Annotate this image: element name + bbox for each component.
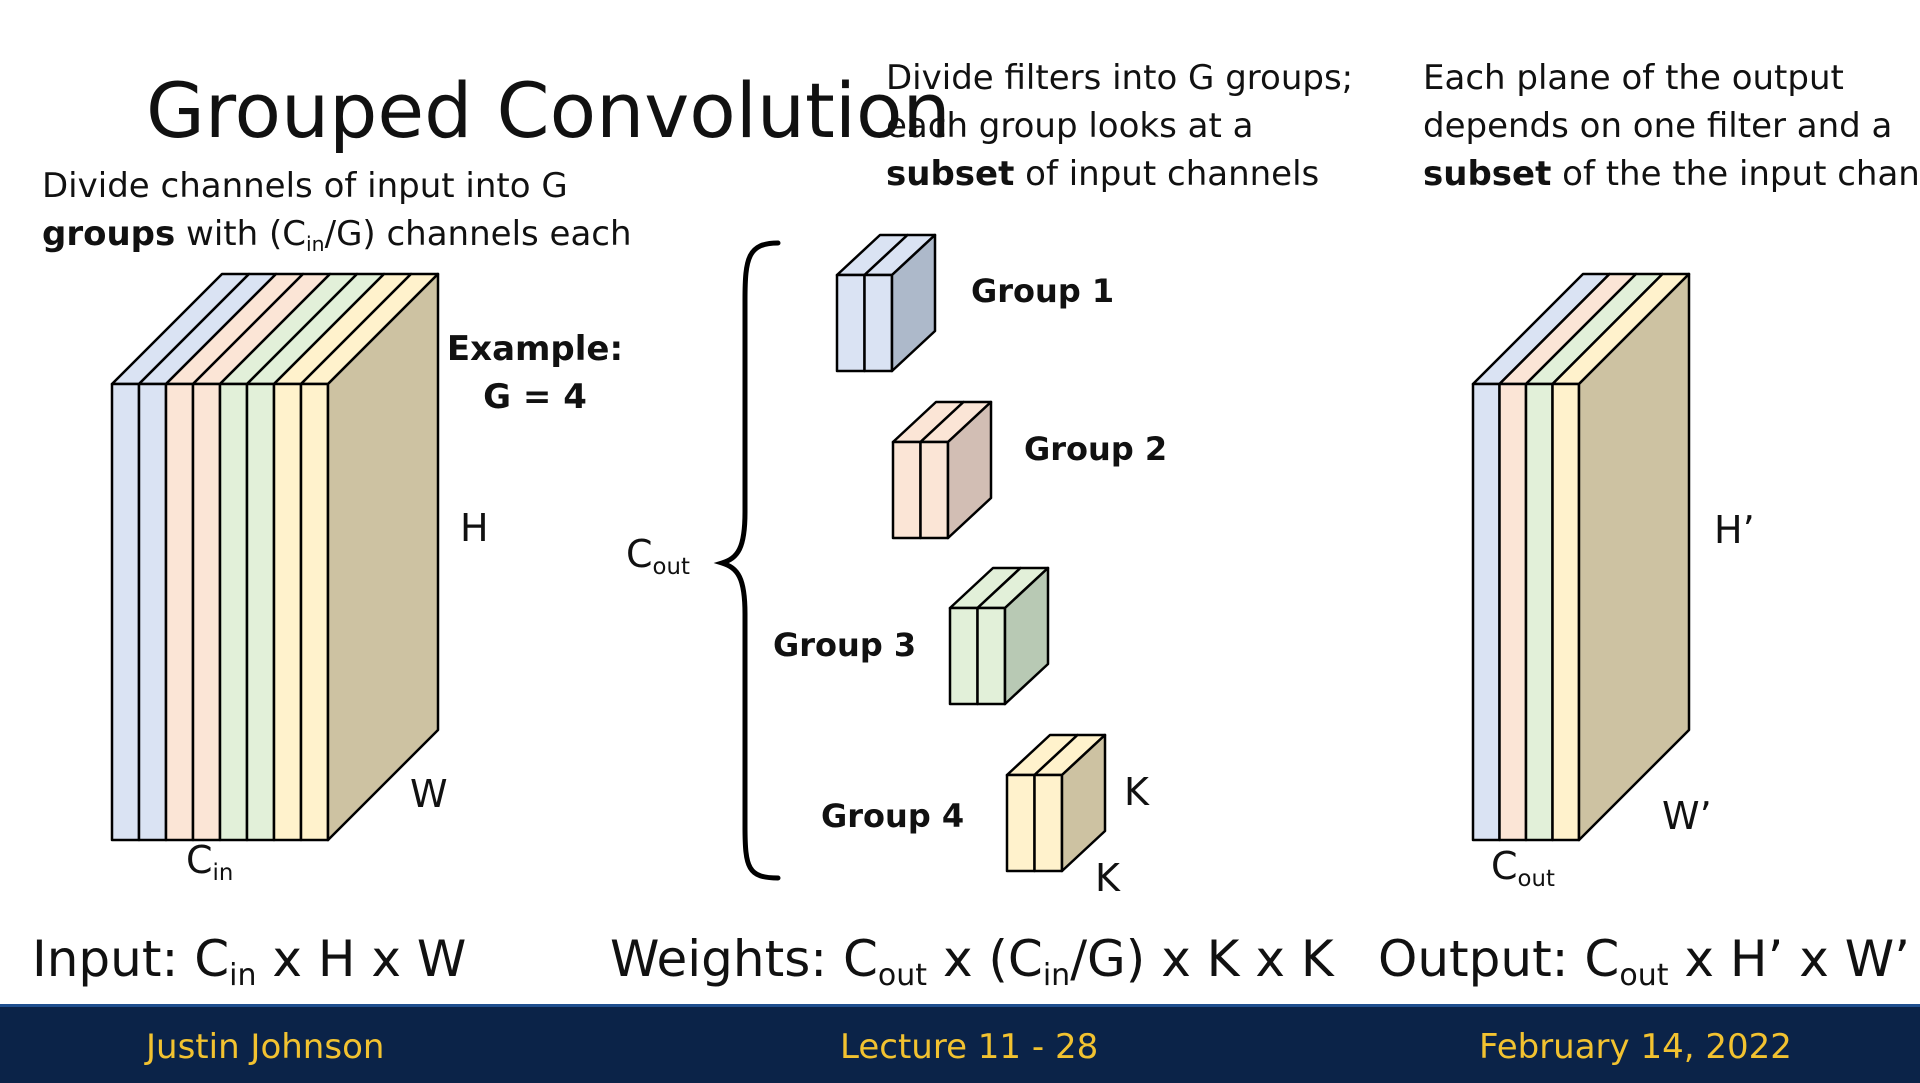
- example-note: Example: G = 4: [430, 325, 640, 421]
- footer-bar: Justin Johnson Lecture 11 - 28 February …: [0, 1004, 1920, 1083]
- filters-note-line3: subset of input channels: [886, 154, 1320, 194]
- filters-note-line1: Divide filters into G groups;: [886, 58, 1354, 98]
- group-3-cube-slice-1-front: [948, 606, 979, 706]
- footer-lecture: Lecture 11 - 28: [840, 1027, 1099, 1067]
- output-block-slice-4-front: [1551, 382, 1581, 842]
- output-block-slice-1-front: [1471, 382, 1501, 842]
- group-3-cube-side-face: [1003, 566, 1050, 706]
- input-note-line2: groups with (Cin/G) channels each: [42, 214, 632, 257]
- group-1-cube-slice-1-front: [835, 273, 866, 373]
- input-block-slice-5-front: [218, 382, 249, 842]
- example-label: Example:: [446, 329, 624, 369]
- group-2-cube-side-face: [946, 400, 993, 540]
- kernel-size-label-bottom: K: [1095, 856, 1120, 900]
- output-block-side-face: [1577, 272, 1691, 842]
- group-3-filter-cube: [948, 566, 1050, 706]
- output-width-label: W’: [1662, 794, 1712, 838]
- filters-note: Divide filters into G groups; each group…: [886, 54, 1353, 198]
- input-channels-label: Cin: [186, 838, 234, 886]
- group-1-filter-cube: [835, 233, 937, 373]
- cout-brace: [713, 240, 781, 881]
- output-channels-label: Cout: [1491, 844, 1555, 892]
- group-2-cube-slice-1-front: [891, 440, 922, 540]
- example-value: G = 4: [483, 377, 587, 417]
- input-block-slice-7-front: [272, 382, 303, 842]
- input-width-label: W: [410, 772, 448, 816]
- group-4-label: Group 4: [821, 797, 965, 835]
- output-height-label: H’: [1714, 508, 1755, 552]
- input-block-slice-6-front: [245, 382, 276, 842]
- group-3-label: Group 3: [773, 626, 917, 664]
- input-block-slice-1-front: [110, 382, 141, 842]
- footer-author: Justin Johnson: [146, 1027, 385, 1067]
- filters-note-line2: each group looks at a: [886, 106, 1254, 146]
- input-note-line1: Divide channels of input into G: [42, 166, 568, 206]
- group-2-filter-cube: [891, 400, 993, 540]
- output-shape-formula: Output: Cout x H’ x W’: [1378, 930, 1911, 993]
- output-tensor-block: [1471, 272, 1691, 842]
- group-2-cube-slice-2-front: [919, 440, 950, 540]
- group-4-cube-side-face: [1060, 733, 1107, 873]
- input-block-slice-3-front: [164, 382, 195, 842]
- slide-title: Grouped Convolution: [146, 66, 951, 155]
- footer-date: February 14, 2022: [1479, 1027, 1792, 1067]
- output-note-line2: depends on one filter and a: [1423, 106, 1893, 146]
- group-4-filter-cube: [1005, 733, 1107, 873]
- input-tensor-block: [110, 272, 440, 842]
- weights-shape-formula: Weights: Cout x (Cin/G) x K x K: [610, 930, 1334, 993]
- input-block-side-face: [326, 272, 440, 842]
- group-1-cube-slice-2-front: [863, 273, 894, 373]
- kernel-size-label-right: K: [1124, 770, 1149, 814]
- group-4-cube-slice-2-front: [1033, 773, 1064, 873]
- group-1-cube-side-face: [890, 233, 937, 373]
- weight-filter-groups: [835, 233, 1107, 873]
- group-3-cube-slice-2-front: [976, 606, 1007, 706]
- output-block-slice-2-front: [1498, 382, 1528, 842]
- grouped-convolution-diagram: [110, 233, 1691, 881]
- output-block-slice-3-front: [1524, 382, 1554, 842]
- output-note-line1: Each plane of the output: [1423, 58, 1844, 98]
- output-note: Each plane of the output depends on one …: [1423, 54, 1920, 198]
- cout-label: Cout: [626, 532, 690, 580]
- input-block-slice-2-front: [137, 382, 168, 842]
- input-shape-formula: Input: Cin x H x W: [32, 930, 467, 993]
- input-block-slice-8-front: [299, 382, 330, 842]
- input-note: Divide channels of input into G groups w…: [42, 162, 632, 258]
- group-4-cube-slice-1-front: [1005, 773, 1036, 873]
- output-note-line3: subset of the the input channels: [1423, 154, 1920, 194]
- group-1-label: Group 1: [971, 272, 1115, 310]
- input-block-slice-4-front: [191, 382, 222, 842]
- input-height-label: H: [460, 506, 489, 550]
- group-2-label: Group 2: [1024, 430, 1168, 468]
